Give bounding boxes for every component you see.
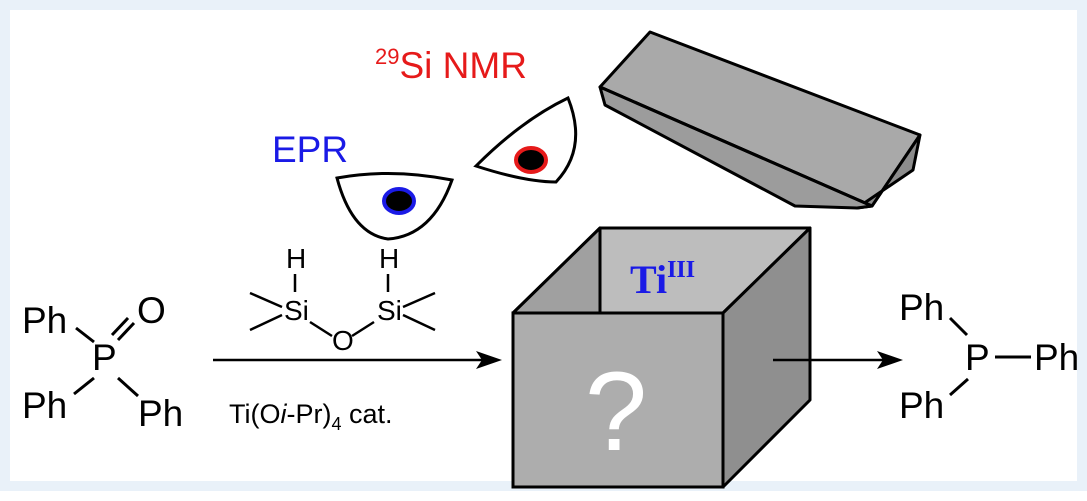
scheme-svg: ? TiIII 29Si NMR EPR Ph O P Ph Ph H H <box>22 30 1079 489</box>
nmr-label: 29Si NMR <box>375 44 527 86</box>
ti-main: Ti <box>630 257 667 302</box>
reactant-o: O <box>137 290 166 331</box>
reagent-si-left: Si <box>284 295 309 326</box>
catalyst-middle: -Pr) <box>286 399 331 429</box>
reactant-ph-top-left: Ph <box>22 300 67 341</box>
nmr-superscript: 29 <box>375 44 399 69</box>
product-p: P <box>965 337 990 378</box>
box-lid-icon <box>598 30 922 210</box>
question-mark: ? <box>585 349 647 474</box>
reagent-h-left: H <box>286 243 306 274</box>
product-ph-right: Ph <box>1034 337 1079 378</box>
product-ph-top: Ph <box>899 287 944 328</box>
nmr-text: Si NMR <box>399 45 526 86</box>
catalyst-label: Ti(Oi-Pr)4 cat. <box>229 399 393 434</box>
open-box-icon <box>511 226 812 489</box>
product-ph-bottom: Ph <box>899 385 944 426</box>
catalyst-subscript: 4 <box>331 414 341 434</box>
reactant-structure: Ph O P Ph Ph <box>22 290 183 434</box>
reagent-h-right: H <box>379 243 399 274</box>
catalyst-italic: i <box>280 399 287 429</box>
reagent-si-right: Si <box>377 295 402 326</box>
reactant-ph-bottom-right: Ph <box>138 393 183 434</box>
eye-icon-right <box>473 95 578 184</box>
reactant-ph-bottom-left: Ph <box>22 385 67 426</box>
catalyst-suffix: cat. <box>341 399 392 429</box>
reagent-o: O <box>332 325 354 356</box>
catalyst-prefix: Ti(O <box>229 399 280 429</box>
reaction-arrow-right <box>773 351 903 369</box>
reaction-arrow-left <box>213 351 502 369</box>
epr-label: EPR <box>272 129 348 170</box>
reactant-p: P <box>92 337 117 378</box>
ti-label: TiIII <box>630 257 695 302</box>
reagent-structure: H H Si O Si <box>249 243 436 356</box>
ti-superscript: III <box>667 257 695 283</box>
product-structure: Ph P Ph Ph <box>899 287 1079 426</box>
eye-icon-left <box>335 171 454 241</box>
